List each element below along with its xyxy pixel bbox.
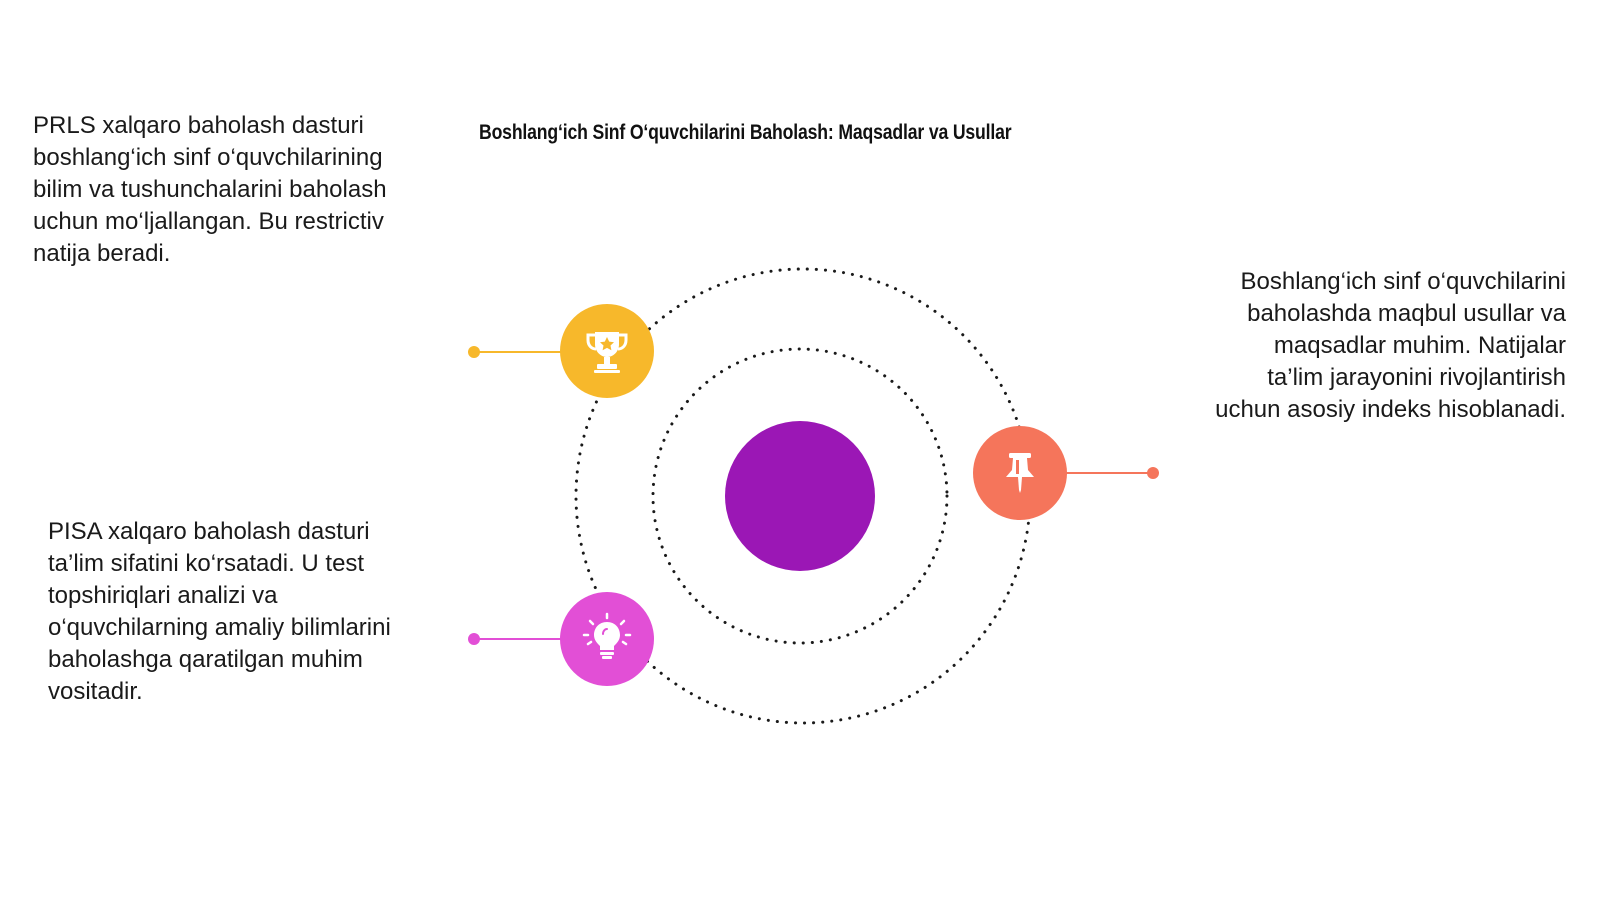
lightbulb-icon (582, 612, 632, 659)
methods-description: Boshlang‘ich sinf o‘quvchilarini baholas… (1215, 268, 1566, 423)
lightbulb-badge (560, 592, 654, 686)
trophy-icon (586, 332, 628, 373)
prls-description: PRLS xalqaro baholash dasturi boshlang‘i… (33, 112, 387, 267)
trophy-badge (560, 304, 654, 398)
bulb-connector-dot (468, 633, 480, 645)
pisa-description: PISA xalqaro baholash dasturi ta’lim sif… (48, 518, 391, 705)
pushpin-icon (1006, 453, 1034, 493)
trophy-connector-dot (468, 346, 480, 358)
inner-orbit (651, 347, 949, 645)
diagram-title: Boshlang‘ich Sinf O‘quvchilarini Baholas… (479, 121, 1012, 144)
pushpin-badge (973, 426, 1067, 520)
center-circle (725, 421, 875, 571)
pin-connector-dot (1147, 467, 1159, 479)
